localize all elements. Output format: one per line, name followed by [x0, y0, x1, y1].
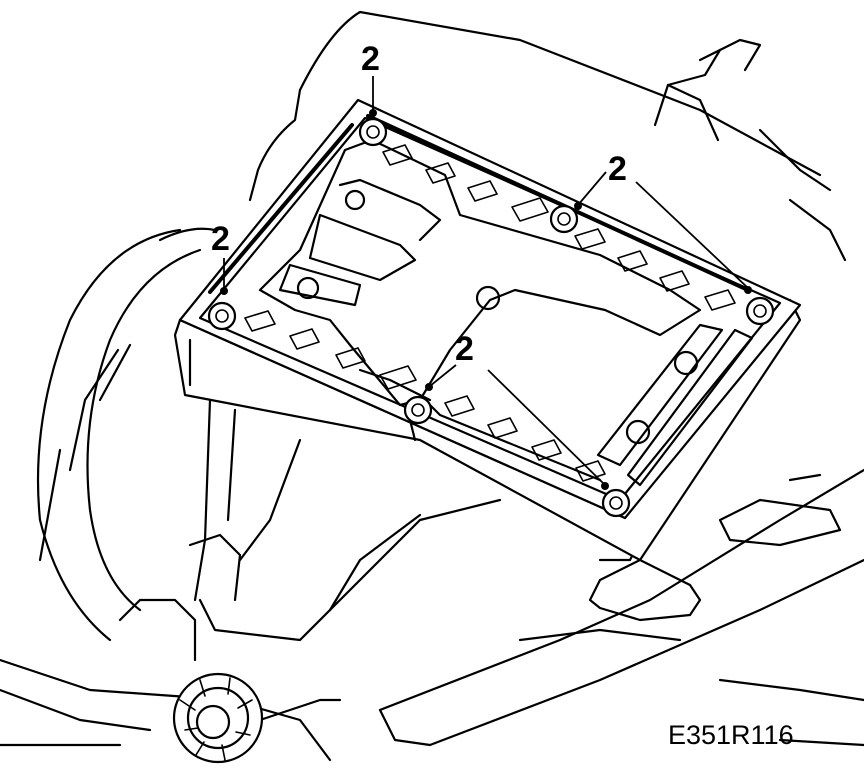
- leader-line: [487, 369, 605, 485]
- callout-label: 2: [455, 330, 474, 368]
- callout-label: 2: [211, 220, 230, 258]
- leader-line: [429, 364, 457, 387]
- housing-outline: [0, 10, 864, 764]
- leader-dot: [369, 109, 377, 117]
- fastening-screws: [207, 117, 775, 518]
- leader-dot: [601, 482, 609, 490]
- screw-bottom-right: [601, 488, 631, 518]
- callout-label: 2: [361, 40, 380, 78]
- vent-slots: [244, 144, 736, 482]
- leader-dot: [220, 287, 228, 295]
- leader-dot: [425, 383, 433, 391]
- leader-line: [577, 171, 607, 206]
- callout-3: 2: [211, 220, 230, 295]
- leader-line: [635, 181, 749, 289]
- callout-label: 2: [608, 150, 627, 188]
- screw-top-right: [745, 296, 775, 326]
- figure-code: E351R116: [668, 720, 794, 750]
- screw-middle: [403, 395, 433, 425]
- plate-holes: [296, 189, 699, 445]
- screw-top-left: [358, 117, 388, 147]
- callout-1: 2: [361, 40, 380, 117]
- screw-top-middle: [549, 204, 579, 234]
- leader-dot: [744, 286, 752, 294]
- callout-4: 2: [425, 330, 609, 490]
- screw-left: [207, 301, 237, 331]
- leader-dot: [574, 202, 582, 210]
- callout-2: 2: [574, 150, 752, 294]
- control-module: [173, 98, 802, 562]
